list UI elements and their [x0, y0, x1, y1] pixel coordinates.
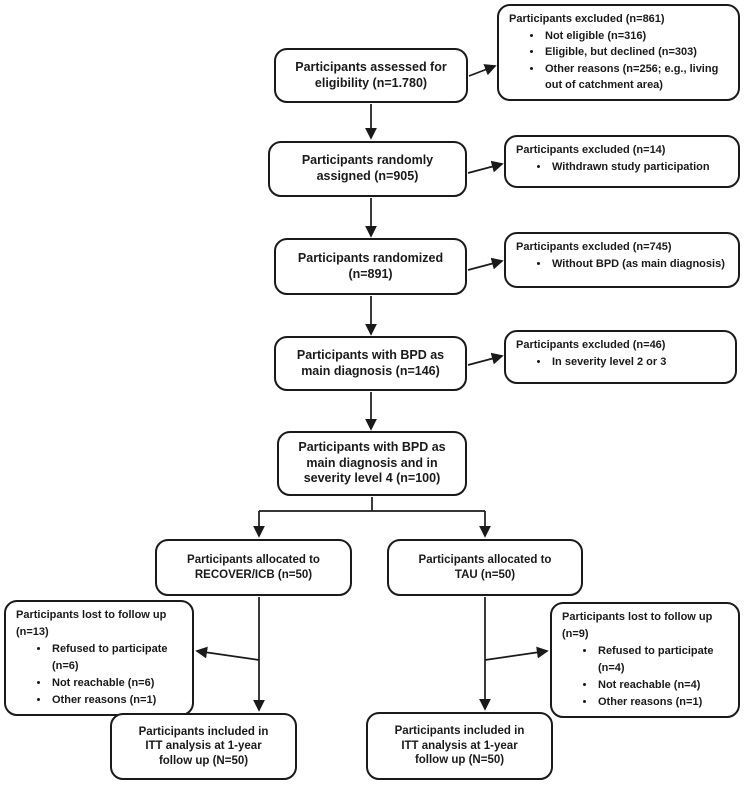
- lost-reason: Refused to participate (n=6): [50, 641, 186, 675]
- arrow-branch-to-lost-right: [484, 646, 549, 661]
- excluded-reason: Withdrawn study participation: [550, 159, 732, 176]
- lost-box-right: Participants lost to follow up (n=9) Ref…: [550, 602, 740, 719]
- excluded-box-3: Participants excluded (n=745) Without BP…: [504, 232, 740, 288]
- flow-box-bpd-diagnosis: Participants with BPD as main diagnosis …: [274, 336, 467, 391]
- excluded-box-4: Participants excluded (n=46) In severity…: [504, 330, 737, 384]
- allocation-box-tau: Participants allocated to TAU (n=50): [387, 539, 583, 596]
- excluded-box-1: Participants excluded (n=861) Not eligib…: [497, 4, 740, 101]
- arrow-branch-to-lost-left: [195, 646, 260, 661]
- lost-reason: Not reachable (n=4): [596, 677, 732, 694]
- excluded-box-2: Participants excluded (n=14) Withdrawn s…: [504, 135, 740, 188]
- excluded-box-4-list: In severity level 2 or 3: [516, 354, 729, 371]
- flow-box-randomized: Participants randomized (n=891): [274, 238, 467, 295]
- excluded-box-3-list: Without BPD (as main diagnosis): [516, 256, 732, 273]
- arrow-assessed-to-excluded1: [468, 64, 497, 77]
- arrow-assigned-to-excluded2: [467, 160, 504, 174]
- itt-box-left: Participants included in ITT analysis at…: [110, 713, 297, 780]
- excluded-box-2-list: Withdrawn study participation: [516, 159, 732, 176]
- excluded-box-4-title: Participants excluded (n=46): [516, 339, 666, 351]
- excluded-reason: Other reasons (n=256; e.g., living out o…: [543, 61, 732, 94]
- excluded-box-3-title: Participants excluded (n=745): [516, 241, 672, 253]
- arrow-randomized-to-excluded3: [467, 257, 504, 271]
- excluded-reason: Not eligible (n=316): [543, 28, 732, 45]
- lost-reason: Other reasons (n=1): [50, 692, 186, 709]
- lost-box-left: Participants lost to follow up (n=13) Re…: [4, 600, 194, 717]
- lost-reason: Not reachable (n=6): [50, 675, 186, 692]
- lost-reason: Other reasons (n=1): [596, 694, 732, 711]
- lost-box-left-title: Participants lost to follow up (n=13): [16, 609, 167, 639]
- lost-box-right-list: Refused to participate (n=4) Not reachab…: [562, 643, 732, 711]
- itt-box-right: Participants included in ITT analysis at…: [366, 712, 553, 780]
- flow-box-assessed: Participants assessed for eligibility (n…: [274, 48, 468, 103]
- excluded-reason: Without BPD (as main diagnosis): [550, 256, 732, 273]
- flow-box-assigned: Participants randomly assigned (n=905): [268, 141, 467, 197]
- lost-box-right-title: Participants lost to follow up (n=9): [562, 611, 713, 641]
- excluded-box-1-list: Not eligible (n=316) Eligible, but decli…: [509, 28, 732, 94]
- arrow-bpd-to-excluded4: [467, 352, 504, 366]
- excluded-reason: Eligible, but declined (n=303): [543, 44, 732, 61]
- allocation-box-recover: Participants allocated to RECOVER/ICB (n…: [155, 539, 352, 596]
- excluded-box-1-title: Participants excluded (n=861): [509, 13, 665, 25]
- lost-box-left-list: Refused to participate (n=6) Not reachab…: [16, 641, 186, 709]
- flow-box-severity4: Participants with BPD as main diagnosis …: [277, 431, 467, 496]
- split-connector: [259, 497, 485, 512]
- excluded-box-2-title: Participants excluded (n=14): [516, 144, 666, 156]
- lost-reason: Refused to participate (n=4): [596, 643, 732, 677]
- excluded-reason: In severity level 2 or 3: [550, 354, 729, 371]
